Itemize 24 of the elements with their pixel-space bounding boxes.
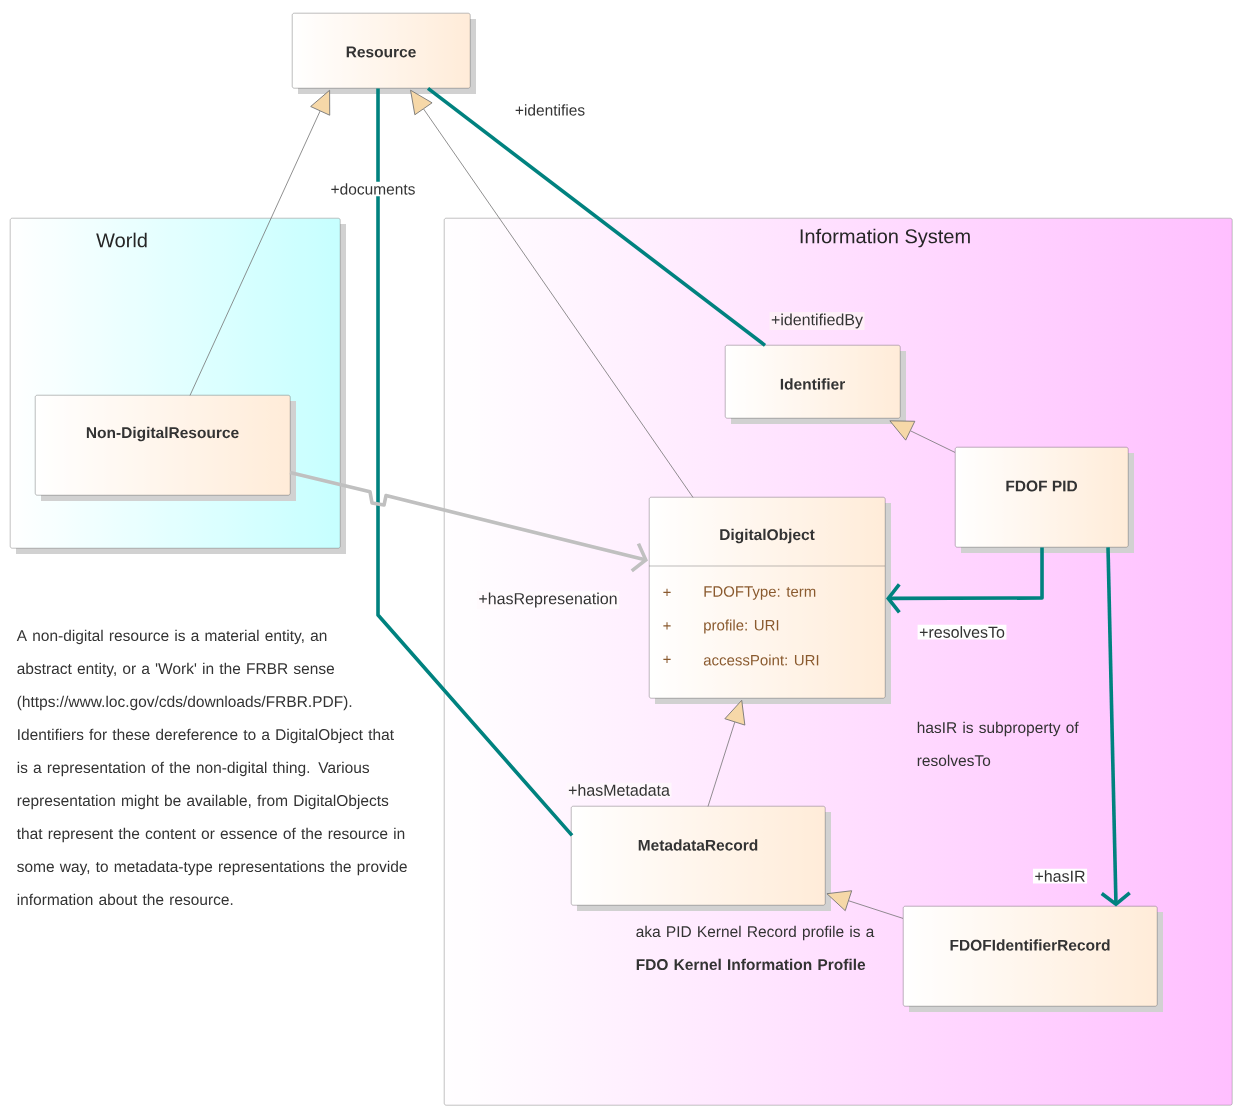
role-label: +documents (329, 181, 417, 197)
note-text: hasIR is subproperty of resolvesTo (917, 721, 1079, 767)
connector (376, 88, 574, 837)
connector (1100, 547, 1131, 907)
class-box: FDOFIdentifierRecord (903, 906, 1163, 1012)
connector (886, 547, 1044, 614)
connector (707, 699, 746, 807)
connector (410, 89, 694, 498)
connector (189, 89, 331, 396)
connector (289, 470, 648, 573)
class-box: FDOF PID (955, 447, 1134, 553)
connector (826, 890, 904, 919)
role-label: +hasRepresenation (476, 591, 620, 609)
class-box: Resource (292, 13, 476, 94)
connector (426, 86, 767, 347)
role-label: +identifiedBy (769, 312, 865, 330)
class-box: Identifier (725, 345, 906, 424)
connector (889, 420, 956, 453)
class-box: Non-DigitalResource (35, 395, 296, 501)
note-text: aka PID Kernel Record profile is a FDO Kernel Information Profile (636, 925, 875, 971)
class-box: MetadataRecord (571, 806, 831, 911)
role-label: +identifies (515, 104, 585, 116)
class-box: DigitalObject + FDOFType: term + profile: URI + accessPoint: URI (648, 497, 891, 704)
note-text: A non-digital resource is a material entity, an abstract entity, or a 'Work' in the FRBR sense (https://www.loc.gov/cds/downloads/FRBR.PDF). Identifiers for these dereference to a DigitalObject that is a representation of the non-digital thing. Various representation might be available, from DigitalObjects that represent the content or essence of the resource in some way, to metadata-type representations the provide information about the resource. (16, 629, 407, 906)
